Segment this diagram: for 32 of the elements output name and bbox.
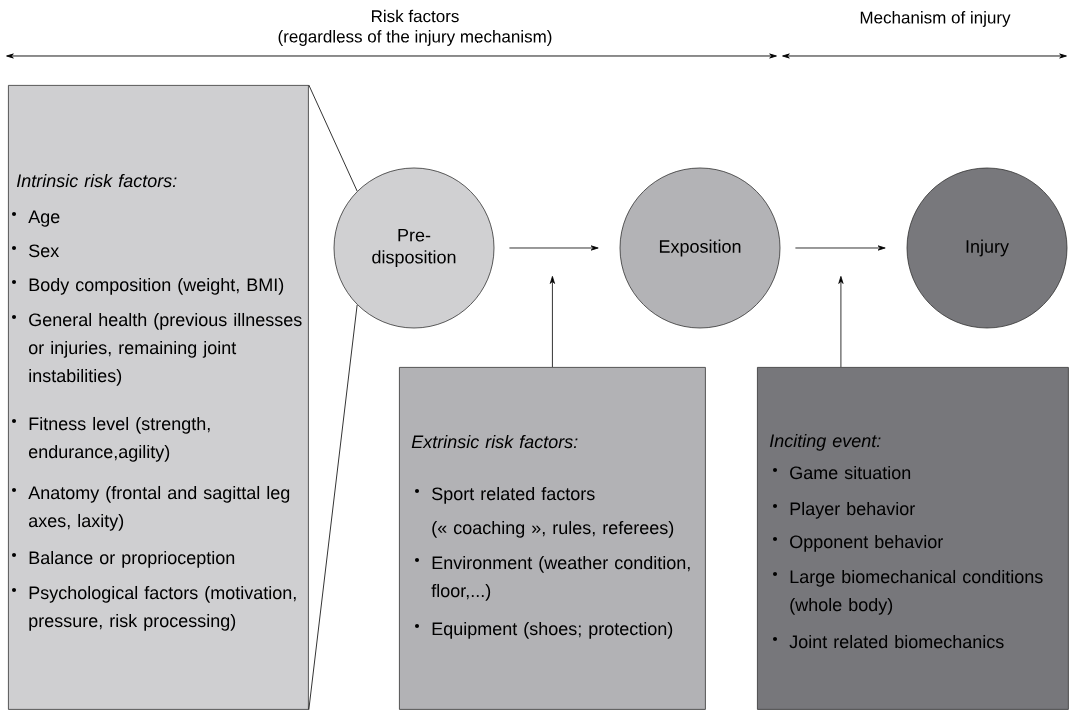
list-item: Body composition (weight, BMI) <box>29 277 284 295</box>
list-item: Opponent behavior <box>790 534 943 552</box>
list-box <box>757 367 1069 710</box>
arrow <box>795 245 886 251</box>
heading: Inciting event: <box>769 433 881 451</box>
span-label: Risk factors <box>372 9 459 23</box>
list-item: Sex <box>29 244 60 258</box>
span-label: Mechanism of injury <box>860 11 1011 27</box>
span-label: (regardless of the injury mechanism) <box>278 30 552 46</box>
list-item: Balance or proprioception <box>29 550 235 568</box>
heading: Extrinsic risk factors: <box>411 434 578 449</box>
list-item: Environment (weather condition, floor,...) <box>431 555 690 601</box>
list-item: (« coaching », rules, referees) <box>432 520 674 538</box>
heading: Intrinsic risk factors: <box>16 173 177 188</box>
list-item: Game situation <box>790 465 911 480</box>
list-item: Anatomy (frontal and sagittal leg axes, laxity) <box>28 485 290 531</box>
arrow <box>549 276 555 368</box>
connector-line <box>308 84 358 192</box>
list-item: Fitness level (strength, endurance,agility) <box>29 416 210 462</box>
arrow <box>509 245 599 251</box>
list-item: Sport related factors <box>432 486 595 504</box>
list-box <box>8 85 309 710</box>
list-item: Joint related biomechanics <box>789 634 1004 649</box>
list-item: Psychological factors (motivation, pressure, risk processing) <box>29 585 296 631</box>
list-item: Player behavior <box>790 501 915 519</box>
list-item: Age <box>28 210 60 227</box>
arrow <box>838 276 844 368</box>
list-box <box>399 367 706 710</box>
list-item: General health (previous illnesses or injuries, remaining joint instabilities) <box>28 312 302 386</box>
connector-line <box>308 304 358 711</box>
list-item: Equipment (shoes; protection) <box>432 621 673 639</box>
list-item: Large biomechanical conditions (whole body) <box>790 569 1043 615</box>
